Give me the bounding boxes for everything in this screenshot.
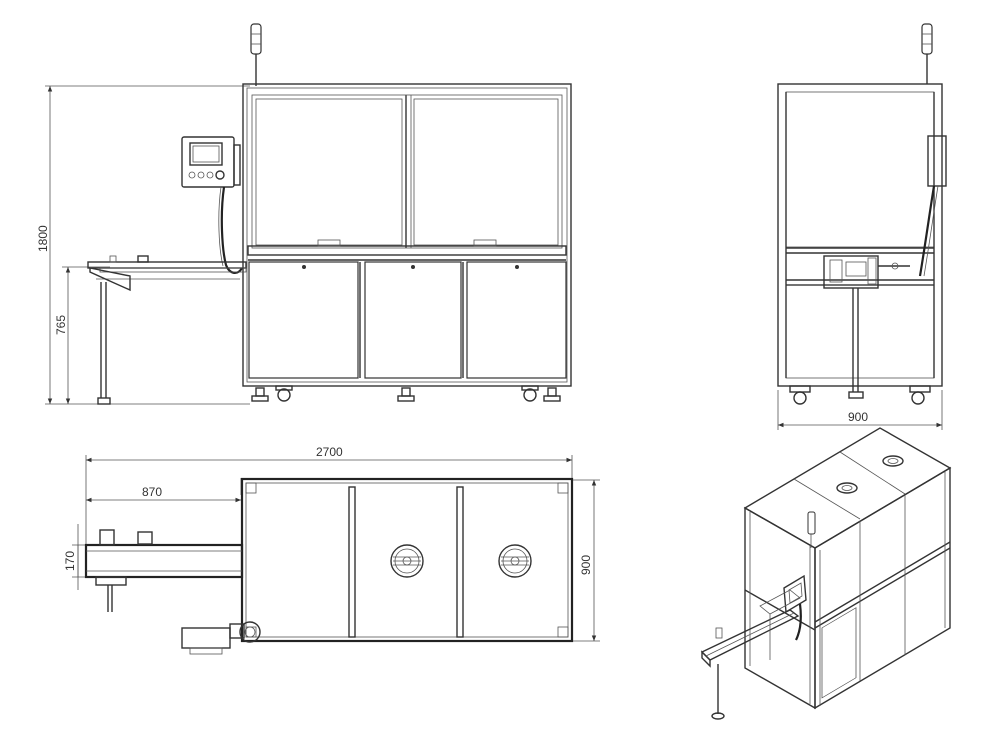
side-dimension: 900 [777,390,943,430]
dim-top-conveyor-length: 870 [142,485,162,499]
side-signal-tower [921,23,933,84]
hmi-panel [181,136,243,274]
side-frame [777,83,943,387]
fan-icon [498,544,532,578]
isometric-view [700,427,952,720]
dim-side-width: 900 [848,410,868,424]
top-dimensions: 2700 870 170 900 [63,445,600,642]
lower-door-1 [248,261,359,379]
upper-window-right [413,98,559,246]
front-dimensions: 1800 765 [36,85,250,405]
front-feet [251,385,561,402]
fan-icon [390,544,424,578]
dim-top-length: 2700 [316,445,343,459]
iso-front-face [744,506,816,710]
front-conveyor [87,255,247,405]
signal-tower [250,23,262,86]
iso-hmi [783,574,807,614]
iso-signal-tower [807,511,816,548]
side-feet [789,385,931,405]
top-conveyor [84,529,244,612]
iso-conveyor [700,609,800,720]
front-frame [242,83,572,387]
iso-top-face [743,427,952,549]
dim-height-conveyor: 765 [54,315,68,335]
dim-top-conveyor-width: 170 [63,551,77,571]
top-view: 2700 870 170 900 [63,445,600,655]
dim-height-total: 1800 [36,225,50,252]
dim-top-width: 900 [579,555,593,575]
lower-door-2 [364,261,462,379]
side-mechanism [823,255,910,399]
top-frame [240,477,574,643]
lower-door-3 [466,261,567,379]
side-view: 900 [777,23,947,430]
front-view: 1800 765 [36,23,572,405]
upper-window-left [255,98,403,246]
top-motor [181,621,261,655]
side-hmi [927,135,947,187]
